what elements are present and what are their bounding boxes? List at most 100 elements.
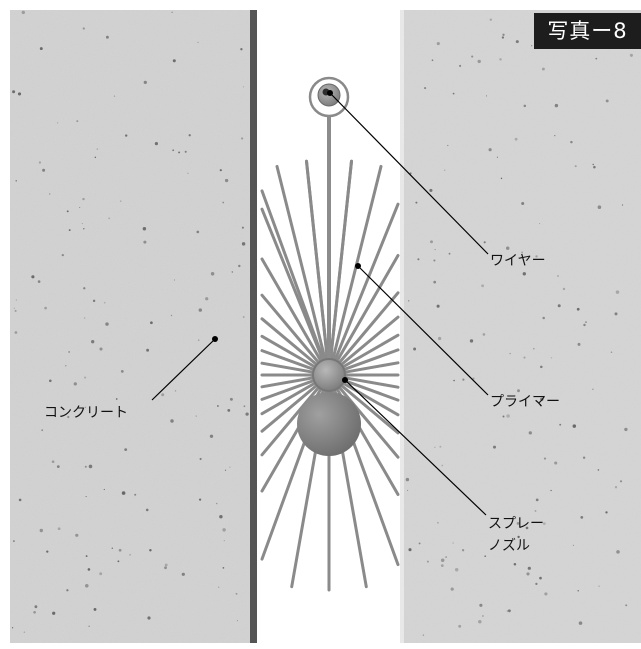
spray-ray: [340, 348, 400, 372]
label-primer: プライマー: [490, 394, 560, 410]
concrete-pore: [105, 35, 109, 39]
concrete-pore: [499, 58, 502, 61]
concrete-pore: [49, 193, 51, 195]
spray-ray: [340, 378, 400, 402]
concrete-pore: [21, 10, 25, 15]
concrete-pore: [502, 415, 505, 418]
concrete-pore: [513, 563, 517, 566]
concrete-pore: [482, 333, 486, 336]
concrete-pore: [84, 465, 87, 468]
concrete-pore: [51, 460, 55, 464]
concrete-pore: [154, 142, 158, 146]
spray-ray: [305, 159, 330, 363]
concrete-pore: [516, 521, 520, 525]
concrete-pore: [240, 48, 243, 51]
concrete-pore: [535, 582, 538, 586]
concrete-pore: [48, 379, 52, 383]
concrete-pore: [66, 589, 69, 592]
spray-ray: [336, 384, 400, 459]
concrete-pore: [605, 99, 609, 103]
concrete-wall-left: [10, 10, 257, 643]
concrete-pore: [18, 498, 22, 502]
concrete-pore: [222, 567, 225, 569]
concrete-pore: [115, 398, 118, 400]
concrete-pore: [224, 469, 227, 471]
concrete-pore: [113, 95, 116, 97]
concrete-pore: [443, 169, 446, 171]
spray-ray: [275, 164, 328, 363]
concrete-pore: [94, 156, 97, 159]
concrete-pore: [149, 548, 152, 552]
concrete-pore: [92, 299, 96, 303]
spray-ray: [338, 315, 400, 368]
concrete-pore: [472, 377, 475, 380]
concrete-pore: [543, 457, 547, 460]
wire-ring: [308, 76, 350, 118]
concrete-pore: [540, 365, 543, 369]
concrete-pore: [222, 528, 226, 532]
concrete-pore: [478, 619, 482, 624]
concrete-pore: [172, 149, 175, 152]
concrete-pore: [235, 592, 238, 595]
concrete-pore: [118, 548, 122, 552]
concrete-pore: [572, 544, 575, 546]
concrete-pore: [592, 388, 594, 390]
concrete-pore: [231, 271, 234, 273]
concrete-pore: [450, 587, 454, 591]
concrete-pore: [597, 205, 602, 209]
concrete-pore: [219, 169, 222, 172]
concrete-pore: [41, 429, 44, 432]
concrete-pore: [550, 489, 552, 492]
concrete-pore: [583, 323, 586, 327]
concrete-pore: [407, 489, 409, 491]
spray-ray: [260, 189, 326, 364]
concrete-pore: [82, 197, 85, 201]
concrete-pore: [73, 382, 77, 386]
concrete-pore: [541, 67, 545, 71]
concrete-pore: [210, 272, 215, 276]
concrete-pore: [430, 240, 433, 244]
concrete-pore: [82, 27, 85, 30]
concrete-pore: [85, 555, 88, 558]
concrete-pore: [629, 53, 633, 57]
concrete-pore: [422, 634, 425, 636]
concrete-pore: [120, 370, 124, 373]
concrete-pore: [433, 280, 437, 284]
concrete-pore: [523, 104, 527, 108]
concrete-pore: [598, 585, 600, 587]
concrete-pore: [469, 339, 474, 343]
concrete-pore: [124, 134, 128, 137]
concrete-pore: [452, 542, 454, 544]
spray-nozzle-ball: [297, 392, 361, 456]
concrete-pore: [593, 165, 596, 169]
concrete-pore: [452, 92, 455, 95]
concrete-pore: [241, 242, 246, 246]
concrete-pore: [417, 258, 420, 261]
concrete-pore: [217, 405, 219, 407]
concrete-pore: [42, 168, 46, 172]
concrete-pore: [418, 542, 421, 545]
concrete-pore: [531, 45, 533, 47]
concrete-pore: [539, 223, 541, 225]
concrete-pore: [521, 251, 523, 254]
concrete-pore: [488, 148, 492, 152]
concrete-pore: [143, 80, 147, 85]
concrete-pore: [76, 120, 79, 123]
concrete-pore: [12, 90, 16, 94]
spray-ray: [260, 380, 319, 416]
concrete-pore: [229, 397, 233, 401]
label-nozzle-line2: ノズル: [488, 538, 530, 554]
concrete-pore: [209, 434, 214, 438]
concrete-pore: [84, 376, 87, 379]
concrete-pore: [453, 379, 455, 382]
concrete-pore: [229, 466, 231, 468]
concrete-pore: [103, 301, 106, 304]
concrete-pore: [184, 150, 187, 153]
concrete-pore: [236, 620, 238, 622]
concrete-pore: [405, 477, 410, 482]
concrete-pore: [592, 163, 594, 166]
concrete-pore: [597, 469, 600, 471]
concrete-pore: [509, 352, 511, 355]
concrete-pore: [243, 405, 246, 408]
